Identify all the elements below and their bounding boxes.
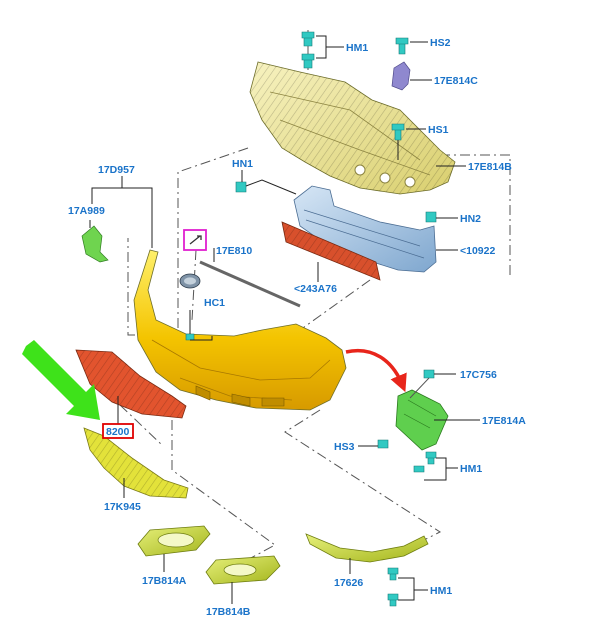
impact-beam [293, 185, 458, 273]
label-17e814a[interactable]: 17E814A [482, 415, 526, 427]
upper-absorber [249, 61, 456, 195]
cover-17a989 [81, 220, 109, 263]
camera-sensor-icon [183, 229, 207, 251]
bezel-17b814b [205, 555, 281, 604]
label-17b814b[interactable]: 17B814B [206, 606, 251, 618]
label-17d957[interactable]: 17D957 [98, 164, 135, 176]
swing-arrow [345, 348, 407, 393]
strip-17e810 [199, 248, 301, 308]
label-17626[interactable]: 17626 [334, 577, 363, 589]
label-hm1-top[interactable]: HM1 [346, 42, 368, 54]
label-hn1[interactable]: HN1 [232, 158, 253, 170]
label-hs1[interactable]: HS1 [428, 124, 449, 136]
highlight-arrow [22, 340, 100, 420]
label-hn2[interactable]: HN2 [460, 213, 481, 225]
grille-8200 [75, 349, 187, 424]
label-8200[interactable]: 8200 [106, 426, 130, 438]
grille-17k945 [83, 427, 189, 499]
hm1-bottom-clip [387, 567, 428, 607]
hs1-bolt [391, 123, 466, 167]
bracket-17e814c [391, 61, 432, 91]
callout-labels: HM1 HS2 17E814C HS1 17E814B HN1 17D957 1… [68, 37, 526, 618]
hc1-clip [185, 310, 213, 341]
hn1-clip [235, 170, 297, 195]
label-243a76[interactable]: <243A76 [294, 283, 337, 295]
label-hm1-mid[interactable]: HM1 [460, 463, 482, 475]
bezel-17b814a [137, 525, 211, 572]
clip-17c756 [409, 369, 456, 399]
ford-badge-icon [179, 273, 201, 289]
bracket-17e814a [395, 389, 480, 451]
lip-17626 [305, 533, 429, 574]
label-17e814c[interactable]: 17E814C [434, 75, 478, 87]
label-hs2[interactable]: HS2 [430, 37, 451, 49]
lower-reinforcement [281, 221, 381, 282]
label-17b814a[interactable]: 17B814A [142, 575, 187, 587]
label-17e810[interactable]: 17E810 [216, 245, 252, 257]
hs3-bolt [358, 439, 389, 449]
part-highlight-box [102, 423, 134, 439]
hm1-top-clip [301, 30, 344, 70]
hs2-bolt [395, 37, 428, 55]
label-hm1-bottom[interactable]: HM1 [430, 585, 452, 597]
bumper-cover [91, 176, 347, 411]
label-17c756[interactable]: 17C756 [460, 369, 497, 381]
label-17e814b[interactable]: 17E814B [468, 161, 512, 173]
label-17k945[interactable]: 17K945 [104, 501, 141, 513]
hn2-clip [425, 211, 458, 223]
hm1-mid-clip [413, 451, 458, 481]
label-10922[interactable]: <10922 [460, 245, 495, 257]
label-17a989[interactable]: 17A989 [68, 205, 105, 217]
label-hs3[interactable]: HS3 [334, 441, 355, 453]
label-hc1[interactable]: HC1 [204, 297, 225, 309]
